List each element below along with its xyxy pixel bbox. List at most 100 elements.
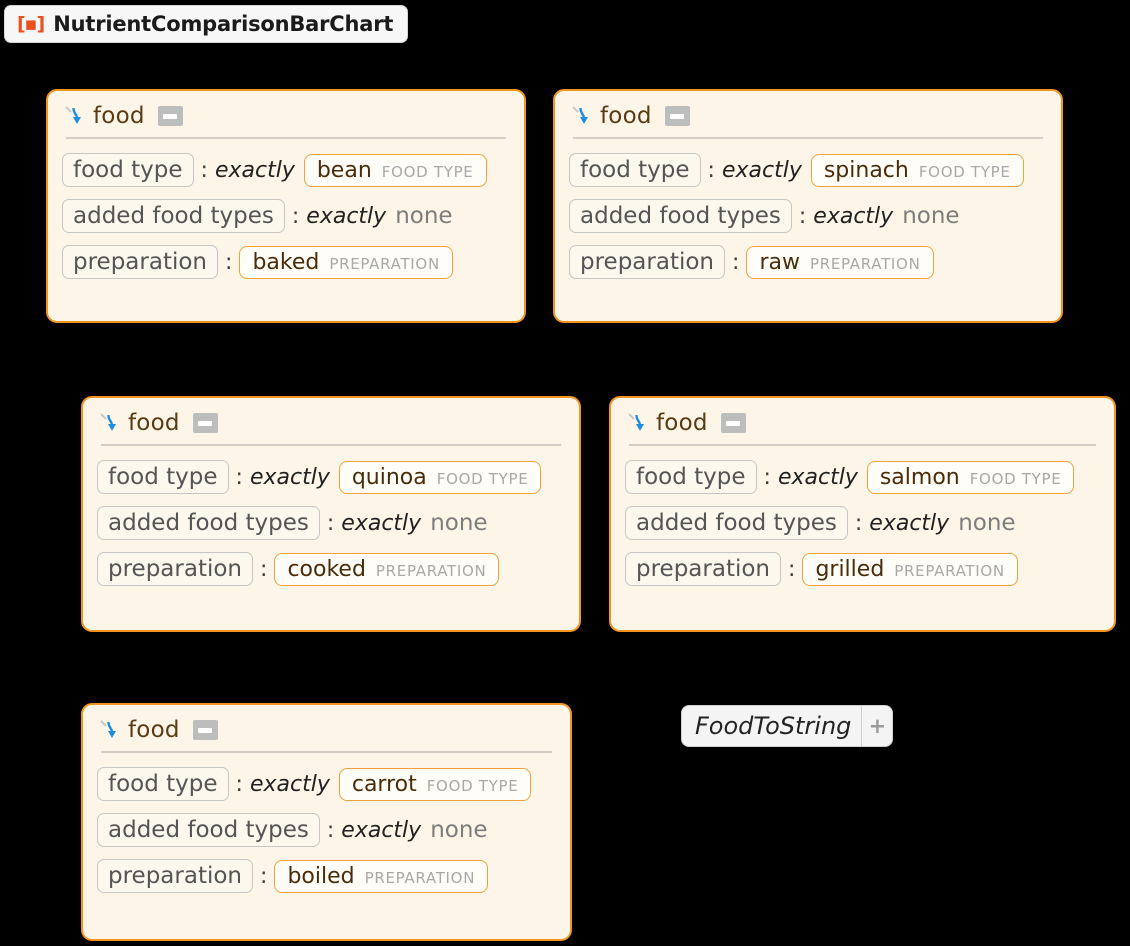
- field-row-preparation: preparation : cooked PREPARATION: [97, 552, 565, 586]
- colon-separator: :: [854, 510, 863, 536]
- value-added-food-types: none: [902, 203, 960, 229]
- colon-separator: :: [225, 249, 233, 275]
- card-header: food: [569, 101, 1047, 131]
- food-card[interactable]: food food type : exactly quinoa FOOD TYP…: [81, 396, 581, 632]
- field-row-food-type: food type : exactly bean FOOD TYPE: [62, 153, 510, 187]
- colon-separator: :: [235, 771, 243, 797]
- food-card[interactable]: food food type : exactly salmon FOOD TYP…: [609, 396, 1116, 632]
- field-label-preparation[interactable]: preparation: [625, 552, 782, 586]
- card-divider: [573, 137, 1043, 139]
- chip-value: baked: [252, 249, 320, 275]
- plus-icon[interactable]: +: [861, 706, 892, 746]
- field-row-food-type: food type : exactly spinach FOOD TYPE: [569, 153, 1047, 187]
- card-fields: food type : exactly bean FOOD TYPE added…: [62, 153, 510, 279]
- blue-down-arrow-icon: [627, 412, 647, 434]
- field-label-preparation[interactable]: preparation: [62, 245, 219, 279]
- chip-food-type[interactable]: bean FOOD TYPE: [303, 153, 487, 187]
- card-header: food: [97, 715, 556, 745]
- field-label-food-type[interactable]: food type: [62, 153, 194, 187]
- chip-entity-type: FOOD TYPE: [436, 469, 529, 488]
- chip-entity-type: PREPARATION: [375, 561, 487, 580]
- qualifier-exactly: exactly: [214, 157, 295, 183]
- card-header: food: [62, 101, 510, 131]
- function-token-foodtostring[interactable]: FoodToString +: [681, 705, 894, 747]
- minus-icon[interactable]: [664, 106, 690, 126]
- chip-value: spinach: [823, 157, 909, 183]
- card-title: food: [93, 102, 145, 129]
- chip-preparation[interactable]: baked PREPARATION: [239, 245, 453, 279]
- qualifier-exactly: exactly: [249, 464, 330, 490]
- minus-icon[interactable]: [192, 413, 218, 433]
- card-divider: [629, 444, 1096, 446]
- chip-value: cooked: [287, 556, 366, 582]
- resource-function-title-badge[interactable]: [▪] NutrientComparisonBarChart: [4, 5, 409, 43]
- field-row-preparation: preparation : raw PREPARATION: [569, 245, 1047, 279]
- colon-separator: :: [798, 203, 807, 229]
- chip-value: bean: [316, 157, 372, 183]
- colon-separator: :: [763, 464, 771, 490]
- field-label-food-type[interactable]: food type: [97, 460, 229, 494]
- qualifier-exactly: exactly: [306, 203, 387, 229]
- field-row-preparation: preparation : grilled PREPARATION: [625, 552, 1100, 586]
- chip-food-type[interactable]: salmon FOOD TYPE: [866, 460, 1075, 494]
- field-label-added-food-types[interactable]: added food types: [62, 199, 285, 233]
- colon-separator: :: [732, 249, 740, 275]
- food-card[interactable]: food food type : exactly bean FOOD TYPE …: [46, 89, 526, 323]
- qualifier-exactly: exactly: [869, 510, 950, 536]
- chip-value: boiled: [287, 863, 355, 889]
- value-added-food-types: none: [958, 510, 1016, 536]
- colon-separator: :: [707, 157, 715, 183]
- blue-down-arrow-icon: [571, 105, 591, 127]
- chip-entity-type: FOOD TYPE: [969, 469, 1062, 488]
- field-label-preparation[interactable]: preparation: [569, 245, 726, 279]
- qualifier-exactly: exactly: [813, 203, 894, 229]
- page-title: NutrientComparisonBarChart: [53, 12, 394, 36]
- chip-entity-type: FOOD TYPE: [918, 162, 1011, 181]
- field-label-food-type[interactable]: food type: [569, 153, 701, 187]
- food-card[interactable]: food food type : exactly spinach FOOD TY…: [553, 89, 1063, 323]
- chip-entity-type: PREPARATION: [329, 254, 440, 273]
- value-added-food-types: none: [395, 203, 453, 229]
- chip-entity-type: PREPARATION: [894, 561, 1005, 580]
- field-label-added-food-types[interactable]: added food types: [97, 813, 320, 847]
- field-label-added-food-types[interactable]: added food types: [569, 199, 792, 233]
- field-label-preparation[interactable]: preparation: [97, 552, 254, 586]
- chip-preparation[interactable]: grilled PREPARATION: [802, 552, 1018, 586]
- minus-icon[interactable]: [720, 413, 746, 433]
- field-row-added-food-types: added food types : exactly none: [97, 506, 565, 540]
- field-row-preparation: preparation : baked PREPARATION: [62, 245, 510, 279]
- chip-preparation[interactable]: raw PREPARATION: [746, 245, 934, 279]
- food-card[interactable]: food food type : exactly carrot FOOD TYP…: [81, 703, 572, 941]
- field-label-added-food-types[interactable]: added food types: [625, 506, 848, 540]
- chip-food-type[interactable]: carrot FOOD TYPE: [338, 767, 532, 801]
- card-fields: food type : exactly carrot FOOD TYPE add…: [97, 767, 556, 893]
- chip-preparation[interactable]: boiled PREPARATION: [274, 859, 489, 893]
- chip-entity-type: FOOD TYPE: [426, 776, 519, 795]
- field-row-food-type: food type : exactly carrot FOOD TYPE: [97, 767, 556, 801]
- field-label-food-type[interactable]: food type: [625, 460, 757, 494]
- chip-value: quinoa: [351, 464, 427, 490]
- function-token-label: FoodToString: [695, 712, 852, 740]
- card-title: food: [656, 409, 708, 436]
- minus-icon[interactable]: [192, 720, 218, 740]
- chip-preparation[interactable]: cooked PREPARATION: [274, 552, 500, 586]
- colon-separator: :: [326, 817, 335, 843]
- chip-food-type[interactable]: spinach FOOD TYPE: [810, 153, 1024, 187]
- field-row-food-type: food type : exactly quinoa FOOD TYPE: [97, 460, 565, 494]
- field-label-preparation[interactable]: preparation: [97, 859, 254, 893]
- card-header: food: [97, 408, 565, 438]
- value-added-food-types: none: [430, 510, 488, 536]
- blue-down-arrow-icon: [99, 412, 119, 434]
- field-row-added-food-types: added food types : exactly none: [569, 199, 1047, 233]
- chip-food-type[interactable]: quinoa FOOD TYPE: [338, 460, 542, 494]
- chip-value: grilled: [815, 556, 885, 582]
- field-label-added-food-types[interactable]: added food types: [97, 506, 320, 540]
- card-divider: [101, 444, 561, 446]
- card-title: food: [128, 409, 180, 436]
- field-label-food-type[interactable]: food type: [97, 767, 229, 801]
- colon-separator: :: [200, 157, 208, 183]
- colon-separator: :: [235, 464, 243, 490]
- qualifier-exactly: exactly: [341, 817, 422, 843]
- field-row-food-type: food type : exactly salmon FOOD TYPE: [625, 460, 1100, 494]
- minus-icon[interactable]: [157, 106, 183, 126]
